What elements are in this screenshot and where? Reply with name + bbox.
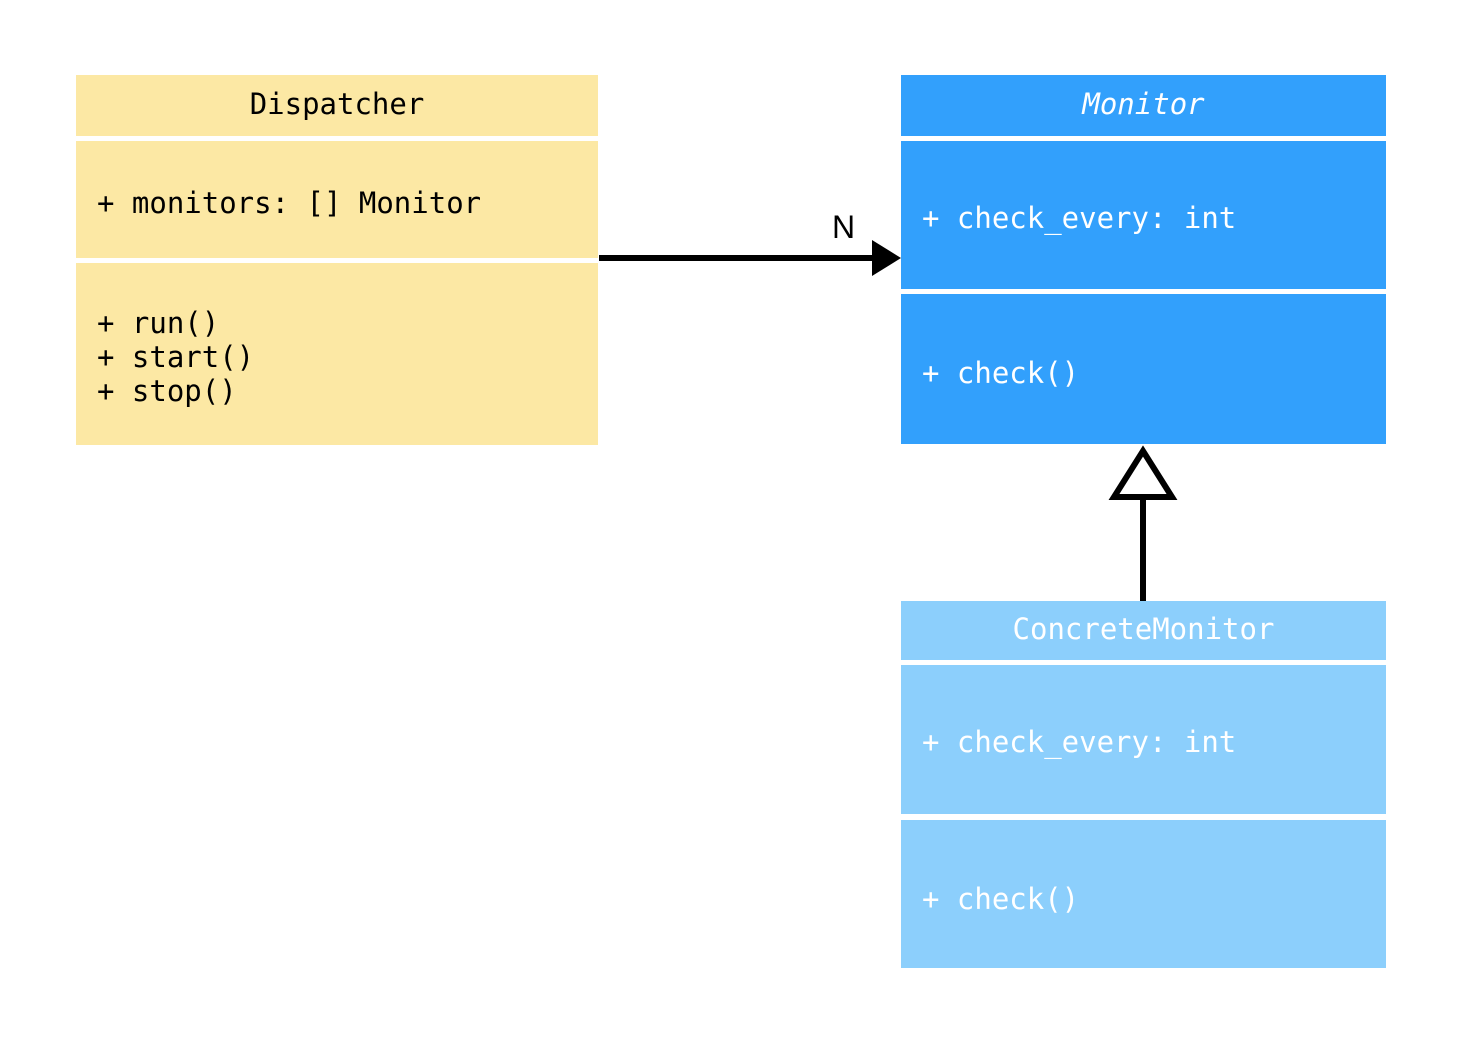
filled-arrowhead-icon bbox=[872, 240, 901, 276]
hollow-triangle-arrowhead-icon bbox=[1108, 445, 1178, 500]
multiplicity-label-n: N bbox=[832, 209, 856, 245]
generalization-concretemonitor-monitor bbox=[1108, 445, 1178, 601]
class-name-concrete-monitor: ConcreteMonitor bbox=[1012, 612, 1275, 646]
class-header-dispatcher: Dispatcher bbox=[76, 75, 598, 136]
class-header-monitor: Monitor bbox=[901, 75, 1386, 136]
class-attributes-monitor: + check_every: int bbox=[901, 141, 1386, 289]
method-row: + check() bbox=[922, 882, 1080, 916]
class-box-dispatcher[interactable]: Dispatcher + monitors: [] Monitor + run(… bbox=[76, 75, 598, 445]
class-box-monitor[interactable]: Monitor + check_every: int + check() bbox=[901, 75, 1386, 444]
class-methods-monitor: + check() bbox=[901, 294, 1386, 444]
class-attributes-concrete-monitor: + check_every: int bbox=[901, 665, 1386, 814]
method-row: + start() bbox=[97, 340, 255, 374]
class-box-concrete-monitor[interactable]: ConcreteMonitor + check_every: int + che… bbox=[901, 601, 1386, 968]
attribute-row: + monitors: [] Monitor bbox=[97, 186, 482, 220]
class-header-concrete-monitor: ConcreteMonitor bbox=[901, 601, 1386, 660]
class-attributes-dispatcher: + monitors: [] Monitor bbox=[76, 141, 598, 258]
method-row: + run() bbox=[97, 306, 220, 340]
method-row: + check() bbox=[922, 356, 1080, 390]
attribute-row: + check_every: int bbox=[922, 725, 1237, 759]
class-methods-dispatcher: + run() + start() + stop() bbox=[76, 263, 598, 445]
class-name-monitor: Monitor bbox=[1082, 87, 1205, 121]
method-row: + stop() bbox=[97, 374, 237, 408]
attribute-row: + check_every: int bbox=[922, 201, 1237, 235]
class-name-dispatcher: Dispatcher bbox=[249, 87, 425, 121]
association-dispatcher-monitor bbox=[599, 240, 901, 276]
class-methods-concrete-monitor: + check() bbox=[901, 820, 1386, 968]
